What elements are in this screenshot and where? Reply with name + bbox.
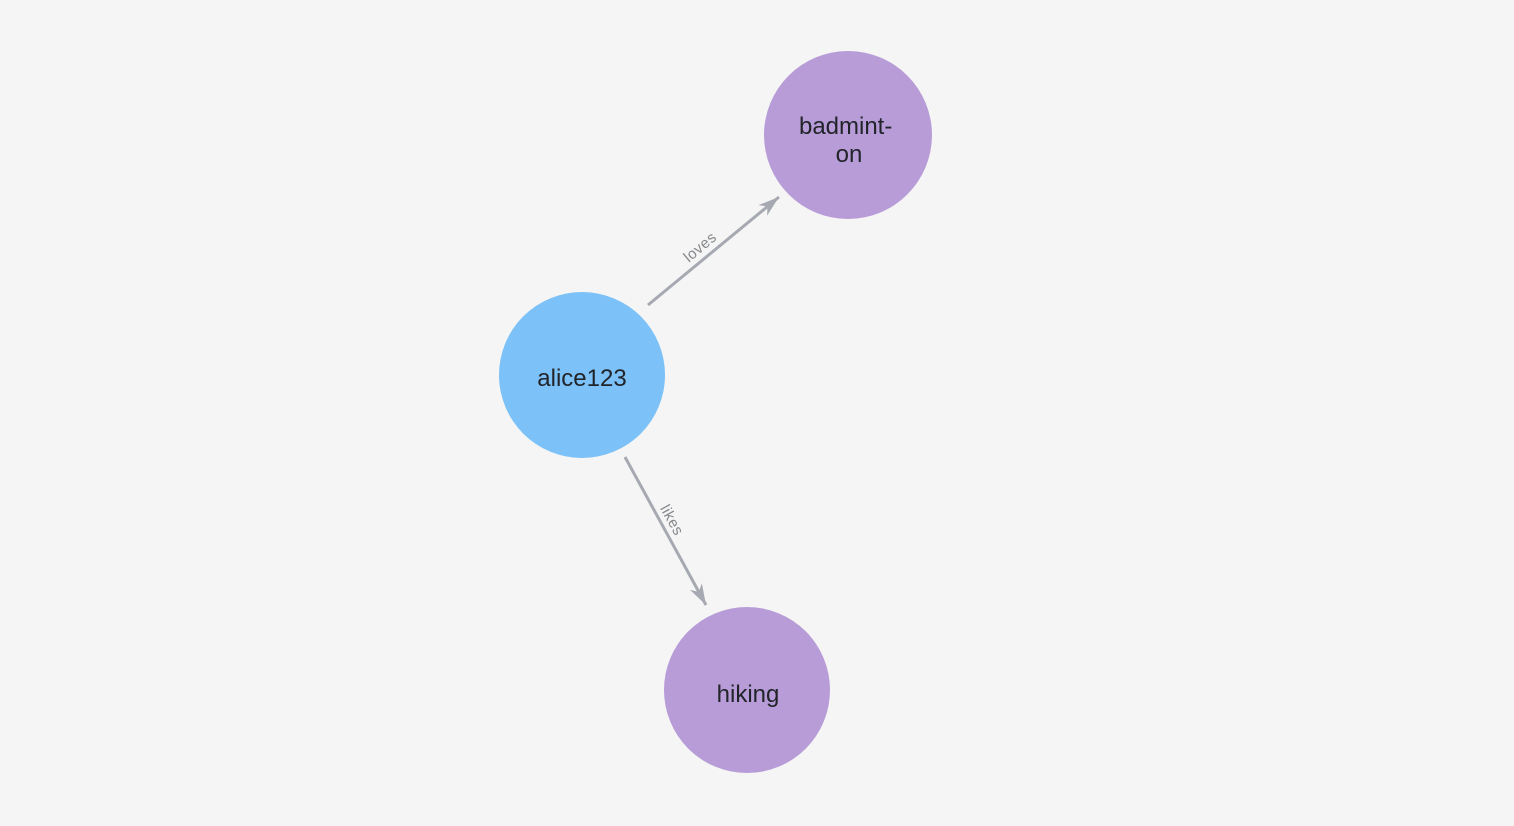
edge-line-loves[interactable] [647,195,780,307]
edge-likes: likes [623,456,708,606]
node-circle-hiking[interactable] [664,607,830,773]
node-circle-alice123[interactable] [499,292,665,458]
edge-line-likes[interactable] [623,456,708,606]
node-alice123[interactable]: alice123 [499,292,665,458]
node-circle-badminton[interactable] [764,51,932,219]
node-badminton[interactable]: badmint- on [764,51,932,219]
node-hiking[interactable]: hiking [664,607,830,773]
edge-loves: loves [647,195,780,307]
